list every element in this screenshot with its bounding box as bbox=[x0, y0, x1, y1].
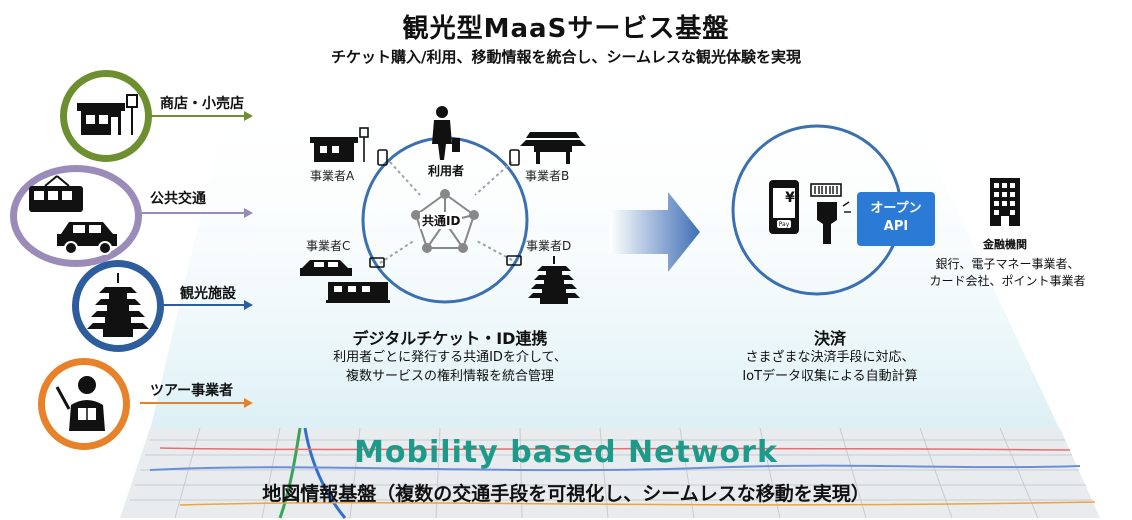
arrow-transit bbox=[140, 208, 253, 218]
operator-a-label: 事業者A bbox=[310, 169, 355, 183]
smartphone-pay-icon bbox=[769, 180, 799, 234]
operator-b-temple-icon bbox=[520, 132, 586, 164]
operator-b-label: 事業者B bbox=[525, 169, 570, 183]
category-label-transit: 公共交通 bbox=[150, 191, 206, 207]
id-section-desc-2: 複数サービスの権利情報を統合管理 bbox=[345, 369, 554, 384]
map-plane bbox=[120, 427, 1100, 519]
open-api-line1: オープン bbox=[870, 201, 922, 216]
arrow-facility bbox=[160, 300, 253, 310]
open-api-box: オープン API bbox=[857, 192, 935, 246]
network-title: Mobility based Network bbox=[354, 435, 778, 470]
arrow-shop bbox=[148, 111, 253, 121]
payment-section-heading: 決済 bbox=[813, 329, 846, 348]
operator-c-label: 事業者C bbox=[306, 239, 351, 253]
operator-a-shop-icon bbox=[310, 127, 369, 162]
barcode-scanner-icon bbox=[810, 183, 851, 244]
common-id-label: 共通ID bbox=[420, 212, 463, 229]
user-icon bbox=[432, 106, 460, 160]
facility-circle bbox=[72, 260, 164, 352]
category-label-shop: 商店・小売店 bbox=[160, 96, 244, 112]
flow-arrow bbox=[610, 192, 700, 272]
shop-circle bbox=[60, 70, 152, 162]
network-subtitle: 地図情報基盤（複数の交通手段を可視化し、シームレスな移動を実現） bbox=[262, 483, 870, 505]
building-icon bbox=[990, 178, 1020, 226]
operator-d-pagoda-icon bbox=[528, 256, 580, 304]
category-label-tour: ツアー事業者 bbox=[150, 383, 234, 399]
card-icon bbox=[369, 255, 522, 268]
finance-desc-1: 銀行、電子マネー事業者、 bbox=[935, 257, 1080, 271]
operator-d-label: 事業者D bbox=[526, 239, 572, 253]
user-label: 利用者 bbox=[428, 164, 465, 178]
yen-symbol: ¥ bbox=[785, 190, 795, 206]
id-section-heading: デジタルチケット・ID連携 bbox=[352, 329, 548, 348]
tour-guide-icon bbox=[55, 376, 105, 431]
finance-desc-2: カード会社、ポイント事業者 bbox=[929, 274, 1086, 288]
transit-circle bbox=[10, 165, 142, 267]
operator-c-vehicle-icon bbox=[300, 260, 390, 303]
category-arrows bbox=[140, 111, 253, 408]
finance-label: 金融機関 bbox=[983, 238, 1027, 251]
open-api-line2: API bbox=[883, 219, 909, 234]
category-label-facility: 観光施設 bbox=[180, 286, 236, 302]
page-title: 観光型MaaSサービス基盤 bbox=[402, 14, 730, 44]
payment-section-desc-2: IoTデータ収集による自動計算 bbox=[742, 369, 918, 384]
payment-section-desc-1: さまざまな決済手段に対応、 bbox=[745, 350, 915, 365]
pagoda-icon bbox=[87, 273, 149, 337]
train-car-icon bbox=[29, 175, 117, 255]
id-hub-diagram bbox=[300, 106, 586, 304]
tour-circle bbox=[38, 358, 130, 450]
arrow-tour bbox=[140, 398, 253, 408]
phone-icon bbox=[377, 149, 520, 166]
shop-icon bbox=[77, 94, 138, 135]
page-subtitle: チケット購入/利用、移動情報を統合し、シームレスな観光体験を実現 bbox=[330, 48, 802, 66]
pay-label: Pay bbox=[778, 221, 790, 228]
id-section-desc-1: 利用者ごとに発行する共通IDを介して、 bbox=[333, 350, 567, 365]
